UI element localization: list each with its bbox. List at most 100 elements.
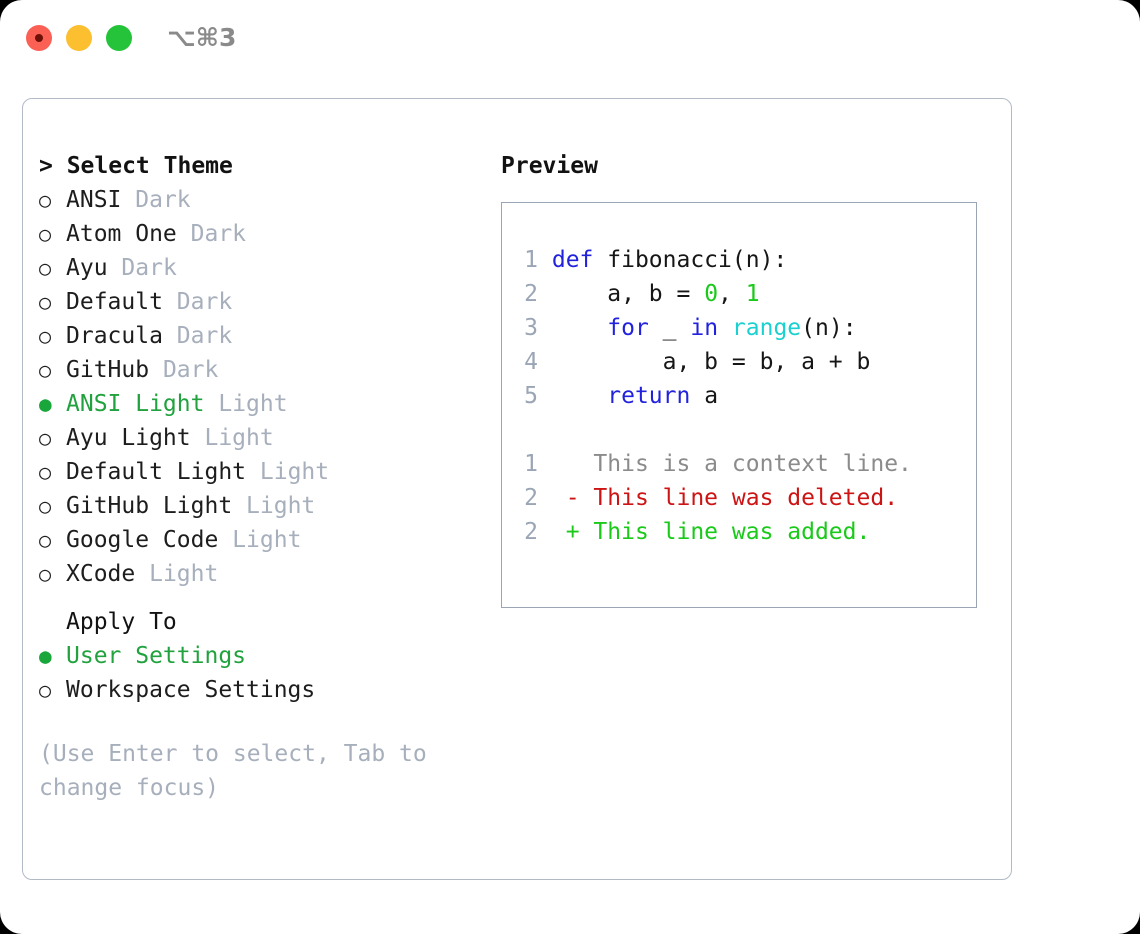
line-number: 2 [524, 281, 538, 307]
radio-unselected-icon: ○ [39, 460, 52, 484]
theme-option-variant: Light [149, 561, 219, 587]
theme-option-github[interactable]: ○GitHub Dark [39, 353, 479, 387]
theme-option-variant: Dark [162, 357, 219, 383]
radio-unselected-icon: ○ [39, 562, 52, 586]
zoom-button[interactable] [106, 25, 132, 51]
code-token-num: 1 [745, 281, 760, 307]
keyboard-hint: (Use Enter to select, Tab to change focu… [39, 741, 441, 801]
theme-option-variant: Light [246, 493, 316, 519]
theme-option-ansi[interactable]: ○ANSI Dark [39, 183, 479, 217]
diff-marker: + [565, 519, 580, 545]
apply-to-option-workspace-settings[interactable]: ○ Workspace Settings [39, 673, 479, 707]
apply-to-list[interactable]: ● User Settings ○ Workspace Settings [39, 639, 479, 707]
spacer [191, 421, 205, 455]
code-token-txt [718, 315, 732, 341]
apply-to-option-name: Workspace Settings [66, 677, 316, 703]
code-token-txt: fibonacci(n): [607, 247, 788, 273]
radio-unselected-icon: ○ [39, 290, 52, 314]
theme-option-name: Dracula [66, 323, 163, 349]
spacer [135, 557, 149, 591]
theme-option-name: Google Code [66, 527, 219, 553]
theme-option-variant: Light [259, 459, 330, 485]
apply-to-header: Apply To [66, 609, 177, 635]
radio-selected-icon: ● [39, 644, 52, 668]
window-controls [26, 25, 132, 51]
preview-pane: Preview 1 def fibonacci(n):2 a, b = 0, 1… [501, 149, 1001, 608]
theme-option-name: Default [66, 289, 163, 315]
spacer [121, 183, 135, 217]
line-number: 2 [524, 519, 538, 545]
theme-option-google-code[interactable]: ○Google Code Light [39, 523, 479, 557]
spacer [204, 387, 218, 421]
line-number: 1 [524, 451, 538, 477]
theme-option-name: Atom One [66, 221, 177, 247]
theme-option-ansi-light[interactable]: ●ANSI Light Light [39, 387, 479, 421]
theme-option-dracula[interactable]: ○Dracula Dark [39, 319, 479, 353]
code-line: 1 def fibonacci(n): [516, 243, 976, 277]
spacer [149, 353, 163, 387]
theme-selector-pane: > Select Theme ○ANSI Dark○Atom One Dark○… [39, 149, 479, 805]
code-line: 4 a, b = b, a + b [516, 345, 976, 379]
theme-option-default-light[interactable]: ○ Default Light Light [39, 455, 479, 489]
theme-option-default[interactable]: ○ Default Dark [39, 285, 479, 319]
title-bar: ⌥⌘3 [0, 0, 1140, 78]
spacer [516, 413, 976, 447]
theme-list[interactable]: ○ANSI Dark○Atom One Dark○Ayu Dark○Defaul… [39, 183, 479, 591]
theme-option-name: Ayu Light [66, 425, 191, 451]
spacer [538, 383, 552, 409]
theme-option-variant: Light [232, 527, 302, 553]
theme-option-atom-one[interactable]: ○Atom One Dark [39, 217, 479, 251]
theme-option-variant: Light [218, 391, 288, 417]
spacer [538, 519, 566, 545]
radio-unselected-icon: ○ [39, 222, 52, 246]
code-token-txt [552, 315, 607, 341]
theme-option-ayu[interactable]: ○ Ayu Dark [39, 251, 479, 285]
theme-option-name: Default Light [66, 459, 247, 485]
theme-option-ayu-light[interactable]: ○ Ayu Light Light [39, 421, 479, 455]
code-token-kw: in [690, 315, 719, 341]
code-token-txt: , [718, 281, 746, 307]
diff-text: This is a context line. [579, 451, 912, 477]
apply-to-option-name: User Settings [66, 643, 247, 669]
code-token-kw: return [607, 383, 691, 409]
spacer [177, 217, 191, 251]
theme-option-variant: Dark [176, 289, 233, 315]
spacer [538, 281, 552, 307]
minimize-button[interactable] [66, 25, 92, 51]
close-button[interactable] [26, 25, 52, 51]
theme-option-name: ANSI Light [66, 391, 205, 417]
theme-option-github-light[interactable]: ○GitHub Light Light [39, 489, 479, 523]
diff-sample: 1 This is a context line. 2 - This line w… [516, 447, 976, 549]
code-token-fn: range [731, 315, 802, 341]
diff-line-del: 2 - This line was deleted. [516, 481, 976, 515]
radio-unselected-icon: ○ [39, 678, 52, 702]
code-token-kw: for [607, 315, 649, 341]
code-token-num: 0 [704, 281, 719, 307]
code-token-txt: a, b = b, a + b [551, 349, 871, 375]
theme-option-variant: Dark [121, 255, 177, 281]
apply-to-option-user-settings[interactable]: ● User Settings [39, 639, 479, 673]
code-token-kw: def [551, 247, 608, 273]
code-line: 3 for _ in range(n): [516, 311, 976, 345]
theme-option-variant: Light [204, 425, 274, 451]
code-token-txt: _ [648, 315, 691, 341]
diff-marker [566, 451, 580, 477]
theme-option-xcode[interactable]: ○ XCode Light [39, 557, 479, 591]
code-token-txt: a, b = [551, 281, 705, 307]
radio-unselected-icon: ○ [39, 358, 52, 382]
diff-text: This line was added. [579, 519, 871, 545]
theme-option-name: ANSI [66, 187, 122, 213]
spacer [538, 485, 566, 511]
preview-header: Preview [501, 153, 598, 179]
diff-line-add: 2 + This line was added. [516, 515, 976, 549]
code-line: 2 a, b = 0, 1 [516, 277, 976, 311]
radio-unselected-icon: ○ [39, 426, 52, 450]
spacer [39, 591, 479, 605]
theme-option-name: XCode [66, 561, 136, 587]
theme-list-header: > Select Theme [39, 153, 233, 179]
theme-option-name: Ayu [66, 255, 108, 281]
diff-text: This line was deleted. [579, 485, 899, 511]
radio-unselected-icon: ○ [39, 256, 52, 280]
